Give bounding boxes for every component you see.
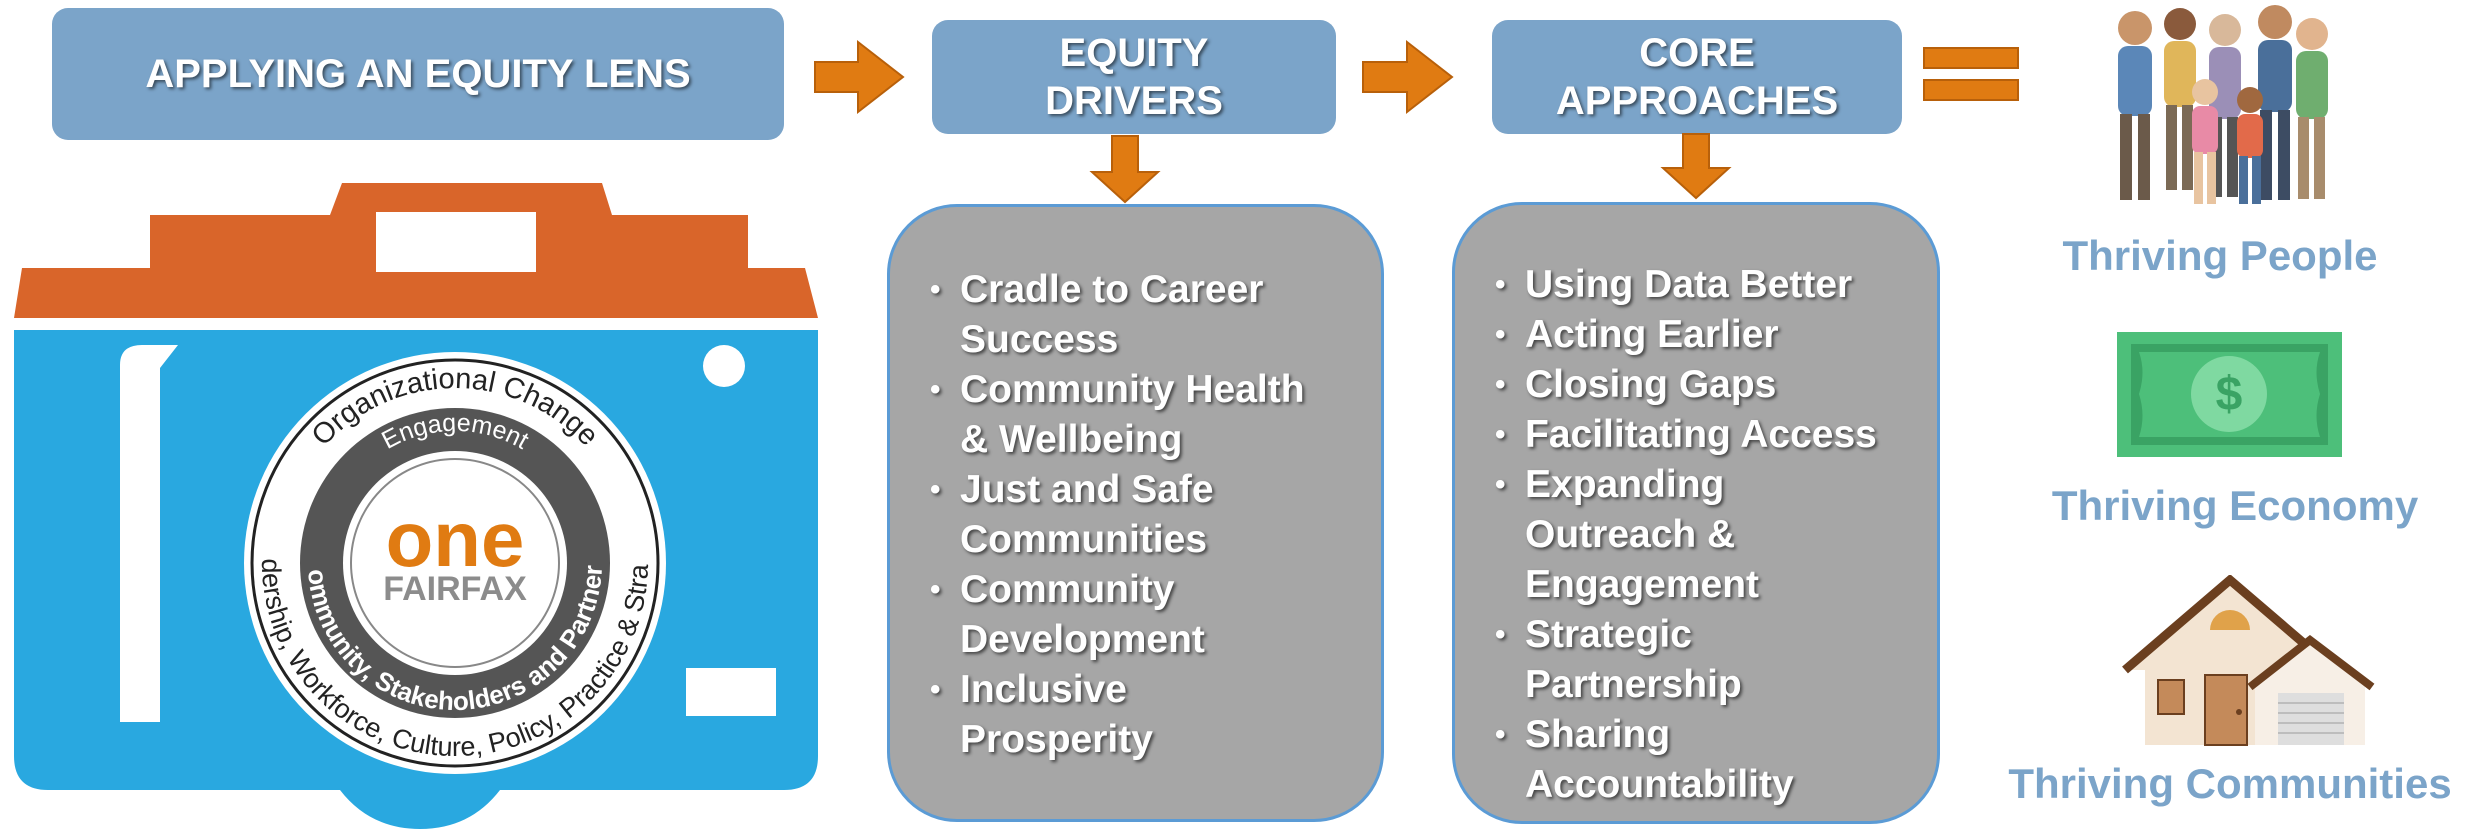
down-arrow-icon — [1089, 135, 1161, 204]
list-item: Closing Gaps — [1495, 360, 1927, 410]
equals-sign-icon — [1923, 47, 2019, 69]
core-approaches-list-box: Using Data Better Acting Earlier Closing… — [1452, 202, 1940, 824]
thriving-people-label: Thriving People — [2062, 232, 2378, 279]
core-approaches-title-line1: CORE — [1639, 31, 1755, 75]
right-arrow-icon — [814, 39, 905, 115]
list-item: Facilitating Access — [1495, 410, 1927, 460]
thriving-economy-label: Thriving Economy — [2051, 482, 2419, 529]
dollar-sign-icon: $ — [2216, 368, 2243, 421]
house-icon — [2122, 575, 2375, 746]
equity-drivers-title-box: EQUITY DRIVERS — [932, 20, 1336, 134]
list-item: Acting Earlier — [1495, 310, 1927, 360]
thriving-communities-label: Thriving Communities — [2008, 760, 2452, 807]
list-item: Using Data Better — [1495, 260, 1927, 310]
core-approaches-title-box: CORE APPROACHES — [1492, 20, 1902, 134]
people-group-icon — [2118, 5, 2328, 204]
badge-logo-fairfax: FAIRFAX — [383, 570, 527, 608]
right-arrow-icon — [1362, 39, 1454, 115]
equity-drivers-title-line2: DRIVERS — [1045, 79, 1223, 123]
badge-logo-one: one — [386, 495, 525, 583]
money-bill-icon: $ — [2117, 332, 2342, 457]
equity-lens-title-box: APPLYING AN EQUITY LENS — [52, 8, 784, 140]
list-item: Community Health& Wellbeing — [930, 365, 1361, 465]
camera-illustration: Organizational Change Leadership, Workfo… — [0, 170, 818, 829]
down-arrow-icon — [1660, 133, 1732, 200]
equals-sign-icon — [1923, 79, 2019, 101]
core-approaches-list: Using Data Better Acting Earlier Closing… — [1495, 260, 1927, 810]
equity-lens-title: APPLYING AN EQUITY LENS — [145, 52, 691, 96]
core-approaches-title-line2: APPROACHES — [1555, 79, 1839, 123]
equity-drivers-title-line1: EQUITY — [1059, 31, 1209, 75]
